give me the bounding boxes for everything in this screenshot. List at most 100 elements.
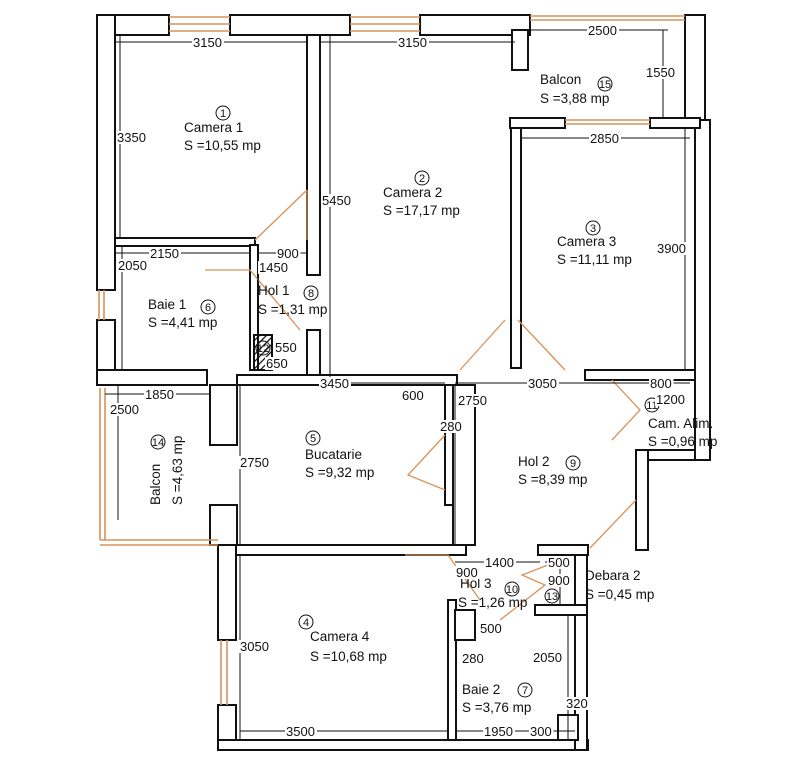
camera-4-name: Camera 4 <box>310 629 370 644</box>
camera-1-area: S =10,55 mp <box>184 138 261 153</box>
dimension-label: 320 <box>566 696 588 711</box>
balcon-14-area: S =4,63 mp <box>170 436 185 505</box>
hol-3-area: S =1,26 mp <box>458 595 527 610</box>
dimension-label-bg <box>109 403 141 416</box>
dimension-label-bg <box>439 420 464 433</box>
debara-2-number: 13 <box>546 591 558 603</box>
debara-2-number-circle <box>544 588 560 604</box>
dimension-label: 800 <box>650 376 672 391</box>
hol-3-name: Hol 3 <box>460 576 492 591</box>
dimension-label: 2850 <box>590 131 619 146</box>
dimension-label: 2750 <box>458 393 487 408</box>
baie-2-area: S =3,76 mp <box>462 700 531 715</box>
dimension-label-bg <box>587 24 619 37</box>
dimension-label-bg <box>461 652 486 665</box>
dimension-label: 900 <box>456 565 478 580</box>
dimension-label-bg <box>117 259 149 272</box>
baie-2-name: Baie 2 <box>462 682 500 697</box>
dimension-label: 3350 <box>117 130 146 145</box>
dimension-label-bg <box>527 377 559 390</box>
dimension-label-bg <box>239 456 271 469</box>
dimension-label: 1200 <box>656 392 685 407</box>
dimension-label: 500 <box>480 621 502 636</box>
balcon-15-area: S =3,88 mp <box>540 91 609 106</box>
dimension-label: 900 <box>277 246 299 261</box>
dimension-label: 2500 <box>588 23 617 38</box>
dimension-label-bg <box>144 388 176 401</box>
dimension-label-bg <box>483 725 515 738</box>
camera-4-number: 4 <box>303 617 309 629</box>
dimension-label: 2150 <box>150 246 179 261</box>
dimension-label: 3050 <box>528 376 557 391</box>
dimension-label: 3150 <box>398 35 427 50</box>
hol-3-number-circle <box>504 581 520 597</box>
dimension-label-bg <box>565 697 590 710</box>
camera-4-area: S =10,68 mp <box>310 649 387 664</box>
dimension-label: 600 <box>402 388 424 403</box>
balcon-15-number-circle <box>597 76 613 92</box>
hol-3-number: 10 <box>506 584 518 596</box>
camera-1-number-circle <box>215 105 231 121</box>
balcon-14-number-circle <box>150 434 166 450</box>
camera-1-name: Camera 1 <box>184 120 243 135</box>
dimension-label-bg <box>276 247 301 260</box>
dimension-label-bg <box>479 622 504 635</box>
bucatarie-number: 5 <box>310 433 316 445</box>
baie-1-number: 6 <box>205 302 211 314</box>
dimension-label-bg <box>547 556 572 569</box>
dimension-label-bg <box>285 725 317 738</box>
dimension-label-bg <box>192 36 224 49</box>
camera-2-area: S =17,17 mp <box>383 203 460 218</box>
hol-1-name: Hol 1 <box>258 283 290 298</box>
cam-alim-number: 11 <box>646 400 657 412</box>
shaft-number: 12 <box>257 343 269 355</box>
dimension-label: 3900 <box>657 241 686 256</box>
dimension-label-bg <box>649 377 674 390</box>
bucatarie-number-circle <box>305 430 321 446</box>
dimension-label: 280 <box>440 419 462 434</box>
dimension-label-bg <box>258 261 290 274</box>
dimension-label: 500 <box>548 555 570 570</box>
dimension-label-bg <box>529 725 554 738</box>
dimension-label: 2050 <box>118 258 147 273</box>
dimension-label-bg <box>645 66 677 79</box>
dimension-label-bg <box>589 132 621 145</box>
dimension-label: 5450 <box>322 193 351 208</box>
hol-2-number-circle <box>565 455 581 471</box>
baie-1-name: Baie 1 <box>148 297 186 312</box>
dimension-label: 900 <box>548 573 570 588</box>
dimension-label: 2500 <box>110 402 139 417</box>
dimension-label-bg <box>239 640 271 653</box>
bucatarie-name: Bucatarie <box>305 447 362 462</box>
dimension-label-bg <box>455 566 480 579</box>
camera-4-number-circle <box>298 614 314 630</box>
dimension-label: 3050 <box>240 639 269 654</box>
balcon-15-name: Balcon <box>540 72 581 87</box>
dimension-label: 2050 <box>533 650 562 665</box>
debara-2-name: Debara 2 <box>585 568 641 583</box>
dimension-label-bg <box>547 574 572 587</box>
dimension-label-bg <box>532 651 564 664</box>
dimension-label: 3500 <box>286 724 315 739</box>
dimension-label: 1400 <box>485 555 514 570</box>
dimension-label: 550 <box>275 340 297 355</box>
baie-1-number-circle <box>200 299 216 315</box>
dimension-label-bg <box>656 242 688 255</box>
dimension-label: 650 <box>266 356 288 371</box>
shaft-number-circle <box>255 340 271 356</box>
camera-3-number-circle <box>585 220 601 236</box>
hol-2-name: Hol 2 <box>518 454 550 469</box>
camera-3-area: S =11,11 mp <box>557 252 632 267</box>
dimension-label-bg <box>457 394 489 407</box>
debara-2-area: S =0,45 mp <box>585 587 654 602</box>
dimension-label-bg <box>401 389 426 402</box>
hol-1-number-circle <box>303 285 319 301</box>
baie-1-area: S =4,41 mp <box>148 315 217 330</box>
dimension-label: 1950 <box>484 724 513 739</box>
dimension-label: 1450 <box>259 260 288 275</box>
camera-3-name: Camera 3 <box>557 234 616 249</box>
dimension-label-bg <box>655 393 687 406</box>
